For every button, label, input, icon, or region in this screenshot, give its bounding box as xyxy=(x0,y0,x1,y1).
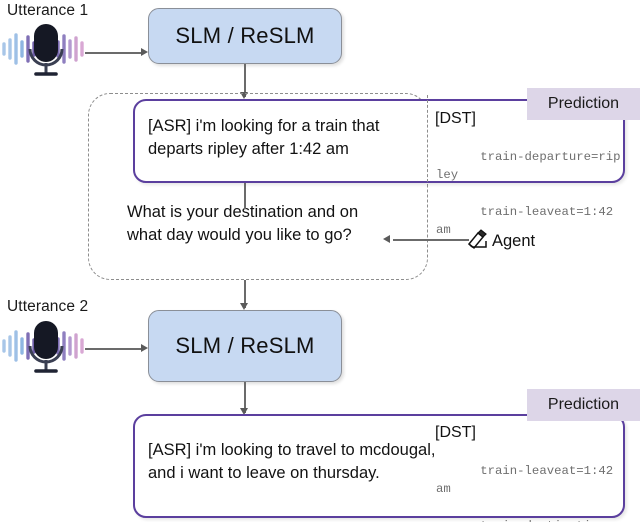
dst-line: train-leaveat=1:42 am xyxy=(436,204,621,237)
model-box-1[interactable]: SLM / ReSLM xyxy=(148,8,342,64)
asr-text-1: [ASR] i'm looking for a train that depar… xyxy=(148,117,380,159)
utterance-1-label: Utterance 1 xyxy=(7,2,89,19)
connector-agent-to-prompt xyxy=(393,239,469,241)
agent-annotation: Agent xyxy=(466,228,535,255)
dst-title-1: [DST] xyxy=(435,110,476,127)
output-box-2[interactable]: [ASR] i'm looking to travel to mcdougal,… xyxy=(133,414,625,522)
connector-mic1-to-model1 xyxy=(85,52,144,54)
prediction-badge-2: Prediction xyxy=(527,389,640,421)
dst-line: train-destination=mcdou xyxy=(436,519,620,522)
turn1-asr-dst-separator xyxy=(427,95,428,187)
dst-title-2: [DST] xyxy=(435,424,476,441)
connector-group1-to-model2 xyxy=(244,280,246,308)
arrow-into-output1-icon xyxy=(240,92,248,99)
connector-mic2-to-model2 xyxy=(85,348,144,350)
arrow-into-model2-side-icon xyxy=(141,344,148,352)
microphone-waveform-icon xyxy=(0,313,96,379)
model-box-2-label: SLM / ReSLM xyxy=(175,333,315,358)
asr-text-2: [ASR] i'm looking to travel to mcdougal,… xyxy=(148,441,436,483)
agent-writing-hand-icon xyxy=(466,228,490,255)
microphone-waveform-icon xyxy=(0,16,96,82)
arrow-into-model2-icon xyxy=(240,303,248,310)
connector-model1-to-output1 xyxy=(244,64,246,97)
dst-body-2: train-leaveat=1:42 am train-destination=… xyxy=(436,444,624,522)
arrow-into-model1-icon xyxy=(141,48,148,56)
prediction-badge-1: Prediction xyxy=(527,88,640,120)
utterance-2-label: Utterance 2 xyxy=(7,298,89,315)
model-box-1-label: SLM / ReSLM xyxy=(175,23,315,48)
dst-body-1: train-departure=ripley train-leaveat=1:4… xyxy=(436,130,624,257)
agent-prompt-text-1: What is your destination and on what day… xyxy=(127,203,359,245)
model-box-2[interactable]: SLM / ReSLM xyxy=(148,310,342,382)
arrow-into-output2-icon xyxy=(240,408,248,415)
connector-model2-to-output2 xyxy=(244,382,246,413)
dst-line: train-departure=ripley xyxy=(436,150,621,183)
dst-line: train-leaveat=1:42 am xyxy=(436,464,621,497)
agent-label: Agent xyxy=(492,232,536,250)
connector-output1-down xyxy=(244,183,246,209)
arrow-into-prompt-icon xyxy=(383,235,390,243)
